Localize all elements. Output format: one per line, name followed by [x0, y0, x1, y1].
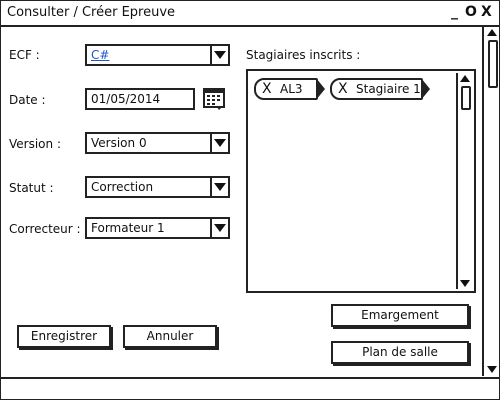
stagiaires-label: Stagiaires inscrits : [246, 48, 361, 62]
emargement-button-label: Emargement [361, 308, 439, 322]
stagiaire-name: AL3 [280, 82, 303, 96]
maximize-button[interactable]: O [465, 4, 477, 20]
date-input[interactable]: 01/05/2014 [85, 88, 195, 110]
remove-icon[interactable]: X [338, 81, 348, 97]
stagiaire-name: Stagiaire 1 [356, 82, 421, 96]
stagiaire-chip-stagiaire-1[interactable]: X Stagiaire 1 [330, 78, 430, 100]
stagiaire-chip-al3[interactable]: X AL3 [254, 78, 325, 100]
window-title: Consulter / Créer Epreuve [7, 5, 176, 20]
window-scrollbar[interactable] [482, 26, 500, 376]
enregistrer-button[interactable]: Enregistrer [17, 325, 111, 348]
close-button[interactable]: X [481, 4, 492, 20]
scroll-up-icon[interactable] [487, 29, 497, 36]
enregistrer-button-label: Enregistrer [30, 329, 98, 343]
emargement-button[interactable]: Emargement [331, 304, 469, 327]
statut-label: Statut : [9, 181, 54, 195]
date-label: Date : [9, 93, 46, 107]
stagiaires-list[interactable]: X AL3 X Stagiaire 1 [246, 69, 476, 293]
date-value: 01/05/2014 [91, 92, 161, 106]
title-bar: Consulter / Créer Epreuve _ O X [1, 1, 499, 27]
list-scrollbar[interactable] [456, 73, 472, 289]
statut-select[interactable]: Correction [85, 176, 230, 198]
scroll-up-icon[interactable] [460, 75, 470, 82]
correcteur-label: Correcteur : [9, 222, 81, 236]
scroll-thumb[interactable] [488, 40, 498, 88]
chevron-down-icon[interactable] [210, 178, 228, 196]
ecf-select[interactable]: C# [85, 44, 230, 66]
ecf-value: C# [91, 48, 110, 62]
scroll-down-icon[interactable] [460, 280, 470, 287]
correcteur-select[interactable]: Formateur 1 [85, 217, 230, 239]
calendar-icon[interactable] [203, 87, 225, 111]
chevron-down-icon[interactable] [210, 219, 228, 237]
scroll-down-icon[interactable] [487, 366, 497, 373]
correcteur-value: Formateur 1 [91, 221, 165, 235]
statut-value: Correction [91, 180, 154, 194]
chevron-down-icon[interactable] [210, 46, 228, 64]
version-label: Version : [9, 137, 61, 151]
plan-de-salle-button-label: Plan de salle [362, 345, 438, 359]
minimize-button[interactable]: _ [451, 4, 458, 20]
remove-icon[interactable]: X [262, 81, 272, 97]
status-bar [1, 377, 499, 401]
chevron-down-icon[interactable] [210, 134, 228, 152]
ecf-label: ECF : [9, 48, 40, 62]
version-value: Version 0 [91, 136, 147, 150]
plan-de-salle-button[interactable]: Plan de salle [331, 341, 469, 364]
annuler-button-label: Annuler [146, 329, 194, 343]
version-select[interactable]: Version 0 [85, 132, 230, 154]
scroll-thumb[interactable] [461, 86, 471, 110]
annuler-button[interactable]: Annuler [123, 325, 217, 348]
